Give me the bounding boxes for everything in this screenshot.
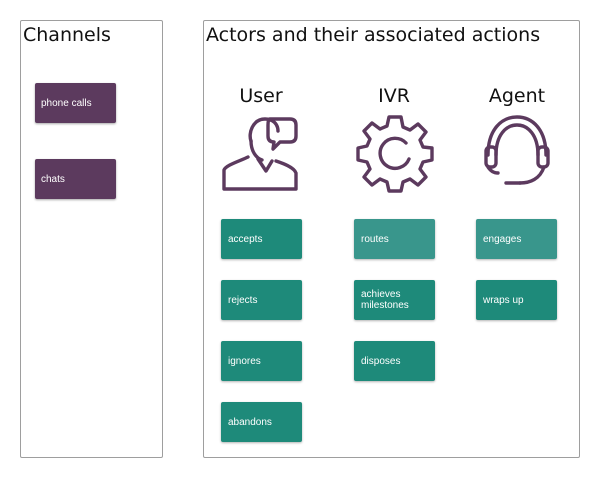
action-user-ignores[interactable]: ignores — [221, 341, 302, 381]
action-ivr-disposes[interactable]: disposes — [354, 341, 435, 381]
action-user-accepts[interactable]: accepts — [221, 219, 302, 259]
gear-icon — [356, 115, 434, 193]
action-label: rejects — [228, 294, 258, 306]
actors-title: Actors and their associated actions — [206, 24, 541, 46]
action-label: wraps up — [483, 294, 524, 306]
action-ivr-routes[interactable]: routes — [354, 219, 435, 259]
action-user-rejects[interactable]: rejects — [221, 280, 302, 320]
action-agent-wraps-up[interactable]: wraps up — [476, 280, 557, 320]
action-label: engages — [483, 233, 522, 245]
actor-ivr-heading: IVR — [378, 85, 410, 107]
headset-icon — [484, 115, 550, 185]
channels-title: Channels — [23, 24, 111, 46]
channel-chats[interactable]: chats — [35, 159, 116, 199]
action-label: routes — [361, 233, 389, 245]
actor-agent-heading: Agent — [488, 85, 546, 107]
action-label: ignores — [228, 355, 261, 367]
action-label: abandons — [228, 416, 272, 428]
user-with-speech-bubble-icon — [222, 117, 298, 191]
action-ivr-achieves-milestones[interactable]: achieves milestones — [354, 280, 435, 320]
channel-label: phone calls — [41, 97, 92, 109]
channel-label: chats — [41, 173, 65, 185]
actor-user-heading: User — [239, 85, 283, 107]
action-label: achieves milestones — [361, 289, 409, 311]
channel-phone-calls[interactable]: phone calls — [35, 83, 116, 123]
action-user-abandons[interactable]: abandons — [221, 402, 302, 442]
action-label: accepts — [228, 233, 263, 245]
action-agent-engages[interactable]: engages — [476, 219, 557, 259]
action-label: disposes — [361, 355, 401, 367]
